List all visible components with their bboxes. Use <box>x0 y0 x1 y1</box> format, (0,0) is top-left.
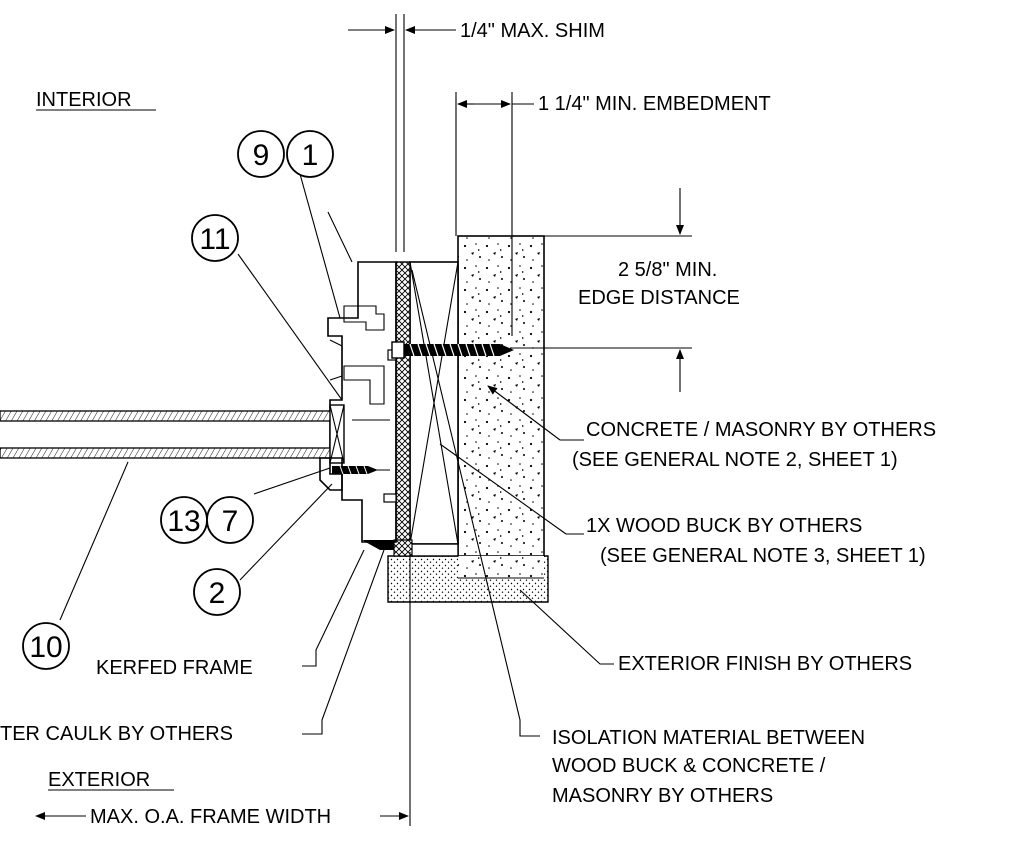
callout-10: 10 <box>22 622 70 670</box>
isolation-label-line1: ISOLATION MATERIAL BETWEEN <box>552 727 865 749</box>
concrete-masonry <box>457 235 545 577</box>
svg-text:10: 10 <box>29 631 62 664</box>
isolation-label-line3: MASONRY BY OTHERS <box>552 785 773 807</box>
glazing <box>0 404 345 464</box>
callout-7: 7 <box>206 496 254 544</box>
frame-width-dimension <box>35 552 411 826</box>
embedment-dimension <box>455 92 534 336</box>
edge-distance-line1: 2 5/8" MIN. <box>618 259 717 281</box>
callout-9: 9 <box>237 130 285 178</box>
concrete-label-line1: CONCRETE / MASONRY BY OTHERS <box>586 419 936 441</box>
anchor-screw <box>391 341 514 359</box>
isolation-label-line2: WOOD BUCK & CONCRETE / <box>552 755 826 777</box>
shim-band <box>393 261 413 557</box>
callout-2: 2 <box>193 568 241 616</box>
exterior-label: EXTERIOR <box>48 769 150 791</box>
buck-label-line2: (SEE GENERAL NOTE 3, SHEET 1) <box>600 545 926 567</box>
interior-label: INTERIOR <box>36 89 132 111</box>
edge-distance-dimension <box>510 188 692 392</box>
caulk-label: TER CAULK BY OTHERS <box>0 723 233 745</box>
buck-label-line1: 1X WOOD BUCK BY OTHERS <box>586 515 862 537</box>
shim-dimension <box>348 14 456 252</box>
svg-text:7: 7 <box>222 505 239 538</box>
leader-lines <box>59 173 614 737</box>
svg-text:2: 2 <box>209 577 226 610</box>
finish-label: EXTERIOR FINISH BY OTHERS <box>618 653 912 675</box>
edge-distance-line2: EDGE DISTANCE <box>578 287 740 309</box>
exterior-finish <box>387 555 549 603</box>
glazing-stop <box>319 457 378 491</box>
svg-text:13: 13 <box>167 505 200 538</box>
svg-text:9: 9 <box>253 139 270 172</box>
callout-1: 1 <box>286 130 334 178</box>
kerfed-frame-label: KERFED FRAME <box>96 657 253 679</box>
sealant-bead <box>362 540 394 550</box>
svg-text:11: 11 <box>199 223 230 256</box>
wood-buck <box>399 261 459 557</box>
shim-label: 1/4" MAX. SHIM <box>460 20 605 42</box>
svg-text:1: 1 <box>302 139 319 172</box>
callout-11: 11 <box>191 214 239 262</box>
frame-width-label: MAX. O.A. FRAME WIDTH <box>90 806 331 828</box>
kerfed-frame <box>327 261 397 543</box>
concrete-label-line2: (SEE GENERAL NOTE 2, SHEET 1) <box>572 449 898 471</box>
embedment-label: 1 1/4" MIN. EMBEDMENT <box>538 93 771 115</box>
callout-13: 13 <box>160 496 208 544</box>
